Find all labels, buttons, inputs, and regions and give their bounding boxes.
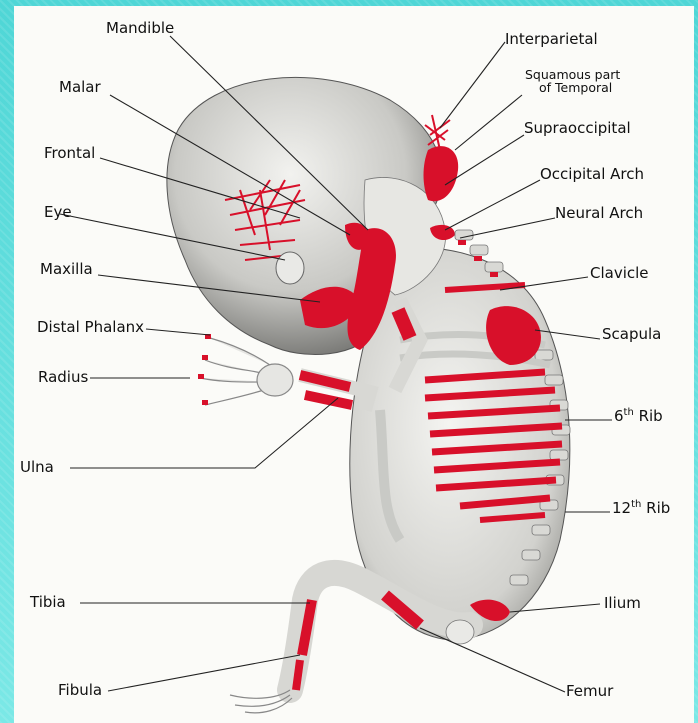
label-6th-rib-word: Rib (639, 407, 663, 425)
label-scapula: Scapula (602, 327, 661, 342)
fibula-bone (296, 660, 300, 690)
temporal-bone (424, 146, 459, 201)
label-12th-rib: 12th Rib (612, 500, 670, 516)
knee-cap (446, 620, 474, 644)
label-12th-rib-number: 12 (612, 499, 631, 517)
label-eye: Eye (44, 205, 72, 220)
label-ulna: Ulna (20, 460, 54, 475)
label-supraoccipital: Supraoccipital (524, 121, 631, 136)
eye-shape (276, 252, 304, 284)
radius-bone (300, 375, 350, 387)
label-tibia: Tibia (30, 595, 66, 610)
label-neural-arch: Neural Arch (555, 206, 643, 221)
label-6th-rib: 6th Rib (614, 408, 663, 424)
label-radius: Radius (38, 370, 88, 385)
label-squamous-temporal: Squamous part of Temporal (525, 68, 620, 94)
label-frontal: Frontal (44, 146, 95, 161)
label-interparietal: Interparietal (505, 32, 598, 47)
label-femur: Femur (566, 684, 613, 699)
label-6th-rib-suffix: th (624, 407, 634, 418)
phalanx-marks (198, 334, 211, 405)
label-maxilla: Maxilla (40, 262, 93, 277)
label-12th-rib-word: Rib (646, 499, 670, 517)
label-clavicle: Clavicle (590, 266, 649, 281)
foot (230, 690, 292, 713)
label-occipital-arch: Occipital Arch (540, 167, 644, 182)
label-6th-rib-number: 6 (614, 407, 624, 425)
label-12th-rib-suffix: th (631, 499, 641, 510)
ulna-bone (305, 395, 352, 405)
label-malar: Malar (59, 80, 101, 95)
label-distal-phalanx: Distal Phalanx (37, 320, 144, 335)
label-squamous-line2: of Temporal (525, 81, 620, 94)
label-mandible: Mandible (106, 21, 174, 36)
label-fibula: Fibula (58, 683, 102, 698)
label-ilium: Ilium (604, 596, 641, 611)
